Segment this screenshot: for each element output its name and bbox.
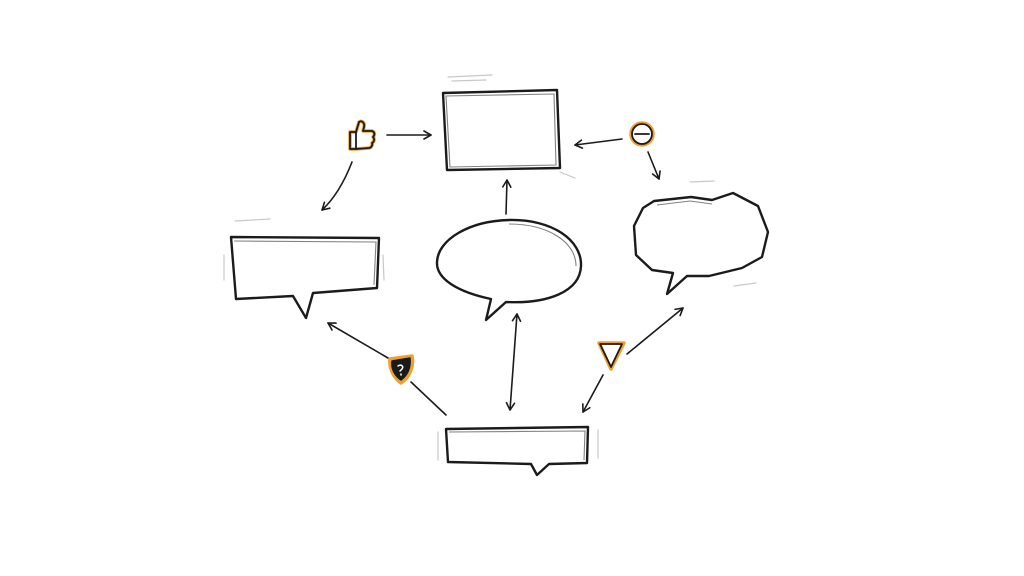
arrow-center-to-bottom bbox=[505, 313, 522, 411]
bottom-speech-bubble bbox=[437, 425, 599, 477]
left-speech-bubble bbox=[223, 218, 385, 320]
right-speech-bubble bbox=[632, 180, 770, 296]
triangle-icon bbox=[597, 341, 626, 371]
arrow-shield-to-bottom bbox=[410, 381, 447, 416]
center-speech-bubble bbox=[435, 218, 583, 322]
arrow-triangle-to-bottom bbox=[582, 374, 604, 413]
arrow-center-to-top bbox=[501, 179, 512, 215]
connectors bbox=[321, 130, 684, 416]
arrow-circle-to-top bbox=[574, 138, 623, 149]
arrow-right-to-triangle bbox=[626, 307, 684, 355]
arrow-circle-to-right bbox=[647, 151, 661, 180]
shield-icon bbox=[388, 354, 415, 385]
thumbs-up-icon bbox=[348, 119, 377, 151]
arrow-left-to-shield bbox=[327, 322, 389, 359]
arrow-thumbs-to-left bbox=[321, 161, 353, 211]
circle-icon bbox=[629, 121, 655, 147]
top-rectangle bbox=[441, 74, 576, 179]
